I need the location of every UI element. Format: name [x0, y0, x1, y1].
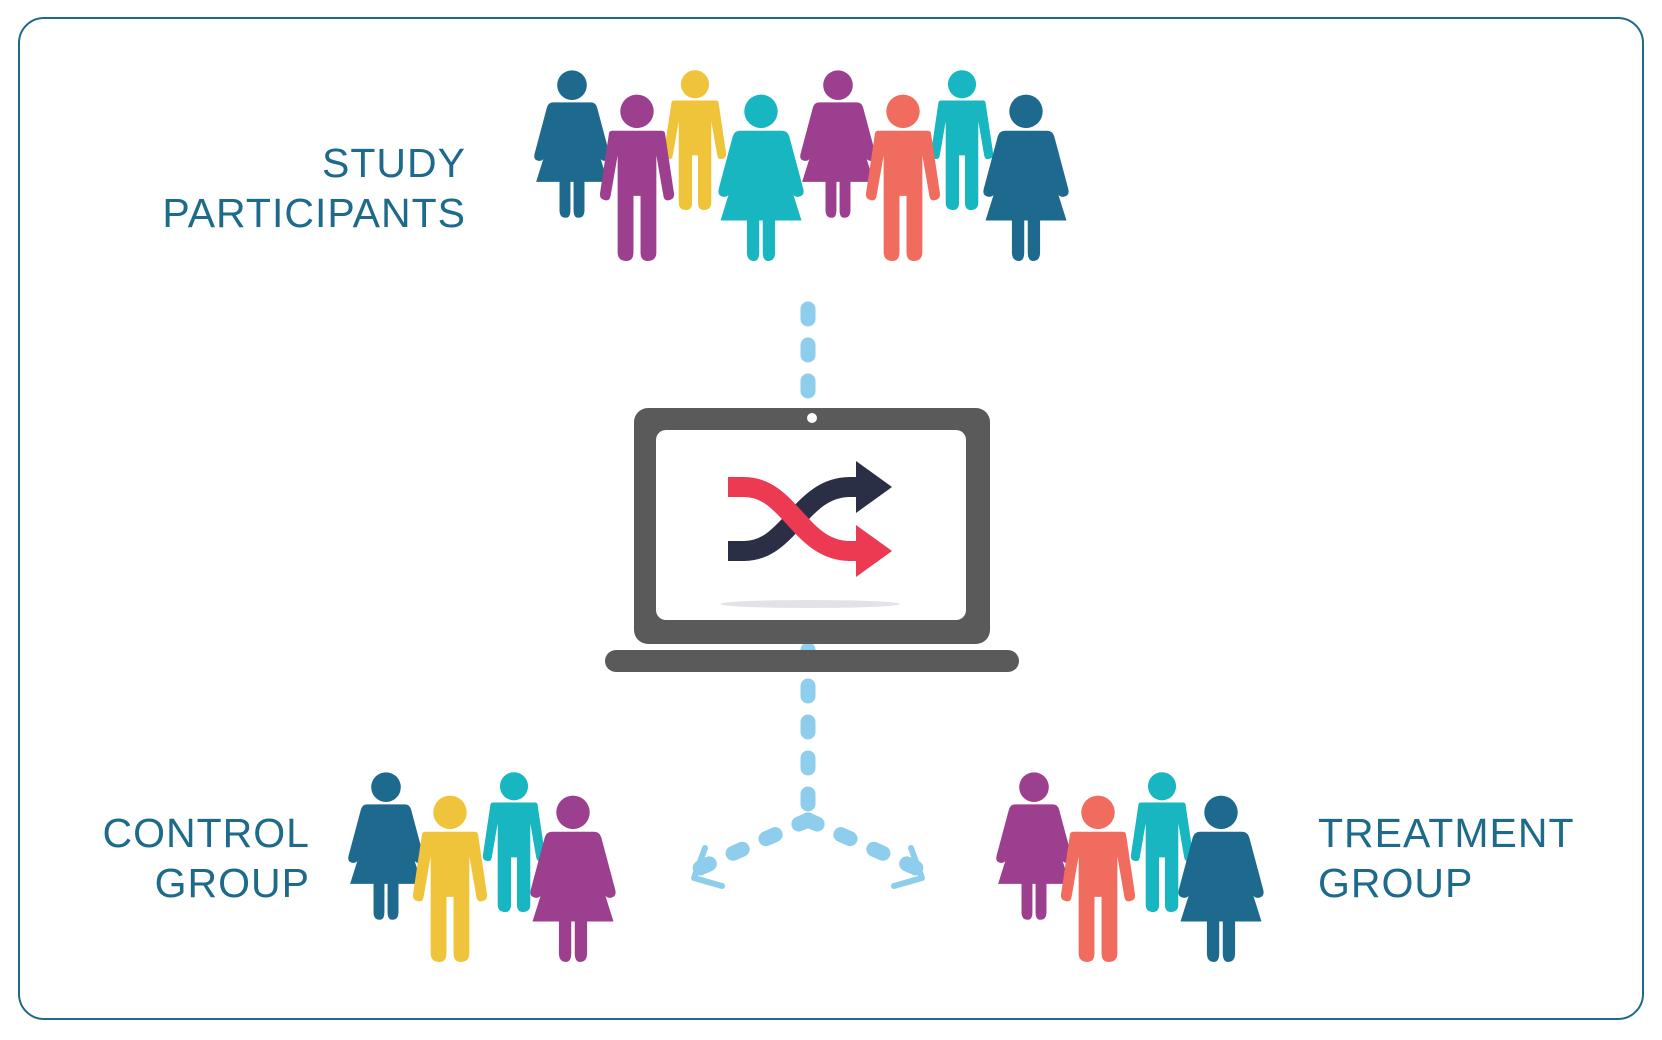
person-icon [348, 772, 424, 920]
dotted-connector [692, 301, 924, 876]
connector-right [800, 812, 924, 876]
treatment-label-line-2: GROUP [1318, 860, 1474, 906]
study-label-line-2: PARTICIPANTS [162, 190, 466, 236]
person-icon [800, 70, 876, 218]
person-icon [534, 70, 610, 218]
person-icon [1178, 795, 1264, 962]
arrow-right-icon [891, 845, 925, 889]
shuffle-icon [728, 461, 892, 577]
arrow-left-icon [691, 845, 725, 889]
study-label-line-1: STUDY [322, 140, 466, 186]
control-label-line-1: CONTROL [102, 810, 310, 856]
connector-left [692, 812, 816, 876]
person-icon [996, 772, 1072, 920]
treatment-label-line-1: TREATMENT [1318, 810, 1575, 856]
person-icon [865, 94, 941, 261]
person-icon [530, 795, 616, 962]
control-group [348, 772, 616, 962]
person-icon [1060, 795, 1136, 962]
control-label-line-2: GROUP [154, 860, 310, 906]
study-participants-label: STUDY PARTICIPANTS [130, 138, 466, 238]
person-icon [983, 94, 1069, 261]
treatment-group-label: TREATMENT GROUP [1318, 808, 1618, 908]
control-group-label: CONTROL GROUP [60, 808, 310, 908]
person-icon [599, 94, 675, 261]
person-icon [412, 795, 488, 962]
person-icon [718, 94, 804, 261]
study-participants-group [534, 70, 1069, 261]
treatment-group [996, 772, 1264, 962]
